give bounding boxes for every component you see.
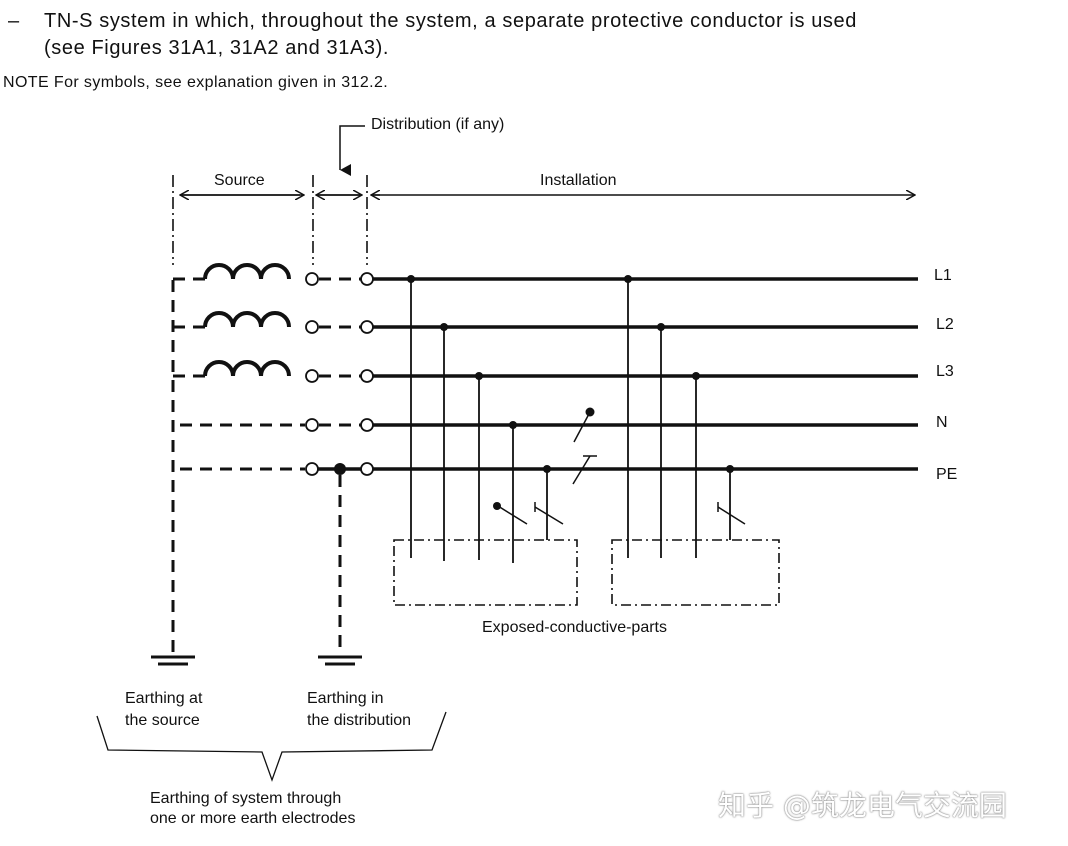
list-dash: – — [8, 10, 20, 32]
brace — [96, 711, 447, 782]
note: NOTE For symbols, see explanation given … — [3, 74, 389, 91]
distribution-label: Distribution (if any) — [371, 116, 505, 133]
transformer-coils — [203, 263, 291, 377]
earthing-system-label-2: one or more earth electrodes — [150, 810, 356, 827]
exposed-parts-boxes — [393, 539, 780, 606]
switch-symbols — [497, 411, 746, 525]
paragraph-line-2: (see Figures 31A1, 31A2 and 31A3). — [44, 37, 390, 59]
watermark: 知乎 @筑龙电气交流园 — [718, 789, 1007, 822]
earthing-distribution-label-2: the distribution — [307, 712, 412, 729]
junction-dots — [334, 275, 734, 510]
conductor-lines — [318, 277, 918, 471]
source-label: Source — [214, 172, 265, 189]
source-dashed-lines — [171, 277, 362, 655]
exposed-parts-label: Exposed-conductive-parts — [482, 619, 667, 636]
terminals — [305, 272, 374, 476]
installation-label: Installation — [540, 172, 617, 189]
earthing-source-label-2: the source — [125, 712, 200, 729]
conductor-label-pe: PE — [936, 466, 958, 483]
conductor-label-n: N — [936, 414, 948, 431]
earth-symbols — [151, 655, 362, 666]
conductor-label-l1: L1 — [934, 267, 952, 284]
paragraph-line-1: TN-S system in which, throughout the sys… — [44, 10, 857, 32]
tap-lines — [410, 279, 731, 563]
conductor-label-l2: L2 — [936, 316, 954, 333]
earthing-system-label-1: Earthing of system through — [150, 790, 342, 807]
earthing-distribution-label-1: Earthing in — [307, 690, 384, 707]
earthing-source-label-1: Earthing at — [125, 690, 203, 707]
distribution-pointer — [339, 125, 365, 176]
boundary-lines — [172, 175, 368, 265]
conductor-label-l3: L3 — [936, 363, 954, 380]
